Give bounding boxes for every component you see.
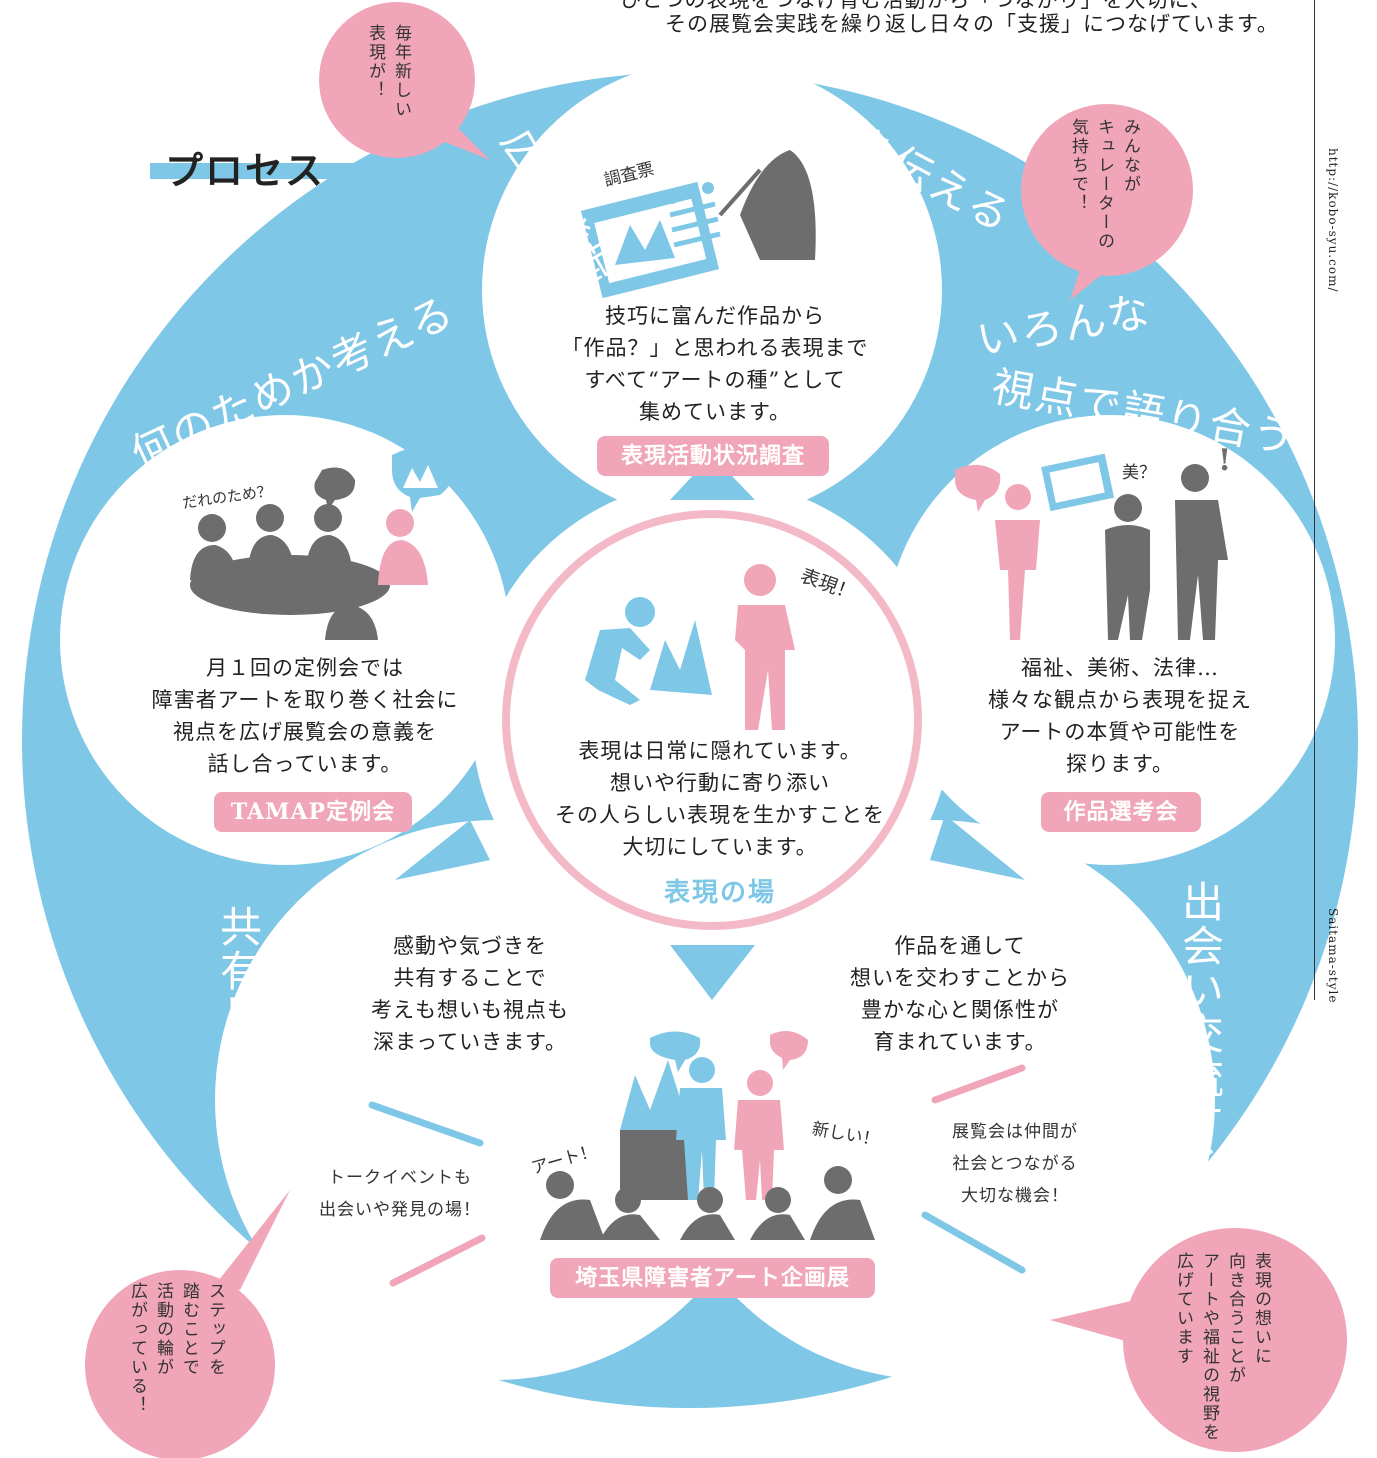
header-line-1: ひとつの表現をつなげ育む活動から「つながり」を大切に、 <box>620 0 1212 12</box>
bubble-top-right-text: みんなが キュレーターの 気持ちで！ <box>1068 118 1140 251</box>
petal-top <box>482 60 942 520</box>
side-rule <box>1314 0 1315 1000</box>
arc-label-right-1: いろんな <box>973 286 1155 365</box>
exhibit-illustration <box>540 1031 875 1240</box>
discussion-illustration: ! <box>955 443 1231 640</box>
bubble-bottom-right-text: 表現の想いに 向き合うことが アートや福祉の視野を 広げています <box>1173 1252 1271 1442</box>
svg-text:!: ! <box>1218 443 1231 478</box>
center-text: 表現は日常に隠れています。 想いや行動に寄り添い その人らしい表現を生かすことを… <box>555 739 885 859</box>
speech-bubbles <box>85 2 1347 1458</box>
center-spikes <box>395 455 1025 1000</box>
survey-illustration <box>580 150 816 299</box>
badge-selection: 作品選考会 <box>1041 792 1201 832</box>
side-url: http://kobo-syu.com/ <box>1326 148 1340 293</box>
header-line-2: その展覧会実践を繰り返し日々の「支援」につなげています。 <box>665 12 1279 36</box>
center-pink-ring <box>502 510 922 930</box>
arc-label-bottom-left: 共有し深める <box>214 905 263 1169</box>
arc-label-right-2: 視点で語り合う <box>988 362 1300 464</box>
badge-exhibition: 埼玉県障害者アート企画展 <box>550 1258 875 1298</box>
left-petal-text: 月１回の定例会では 障害者アートを取り巻く社会に 視点を広げ展覧会の意義を 話し… <box>151 656 459 776</box>
petal-center <box>472 480 952 960</box>
badge-survey: 表現活動状況調査 <box>597 436 829 476</box>
arc-label-left: 何のためか考える <box>124 286 463 479</box>
right-petal-text: 福祉、美術、法律… 様々な観点から表現を捉え アートの本質や可能性を 探ります。 <box>988 656 1252 776</box>
meeting-illustration <box>190 447 454 640</box>
bubble-top-left-text: 毎年新しい 表現が！ <box>365 24 411 119</box>
note-lines <box>368 1064 1026 1287</box>
title-underline <box>150 163 378 179</box>
badge-tamap: TAMAP定例会 <box>214 792 412 832</box>
center-label: 表現の場 <box>663 878 776 908</box>
discussion-label: 美？ <box>1122 463 1156 483</box>
note-talk-event: トークイベントも 出会いや発見の場！ <box>319 1168 481 1220</box>
bubble-bottom-left-text: ステップを 踏むことで 活動の輪が 広がっている！ <box>127 1282 225 1415</box>
bottom-left-text: 感動や気づきを 共有することで 考えも想いも視点も 深まっていきます。 <box>371 934 569 1054</box>
arc-label-top-left: 広く発掘 <box>491 121 621 298</box>
center-illustration <box>585 564 795 730</box>
arc-label-top-right: 魅力を伝える <box>765 76 1020 243</box>
top-petal-text: 技巧に富んだ作品から 「作品？」と思われる表現まで すべて“アートの種”として … <box>561 304 869 424</box>
page-title: プロセス <box>165 148 326 193</box>
note-exhibition: 展覧会は仲間が 社会とつながる 大切な機会！ <box>952 1122 1078 1206</box>
side-brand: Saitama-style <box>1326 908 1340 1004</box>
arc-label-bottom-right: 出会い交流する <box>1176 880 1225 1188</box>
bottom-right-text: 作品を通して 想いを交わすことから 豊かな心と関係性が 育まれています。 <box>850 934 1070 1054</box>
